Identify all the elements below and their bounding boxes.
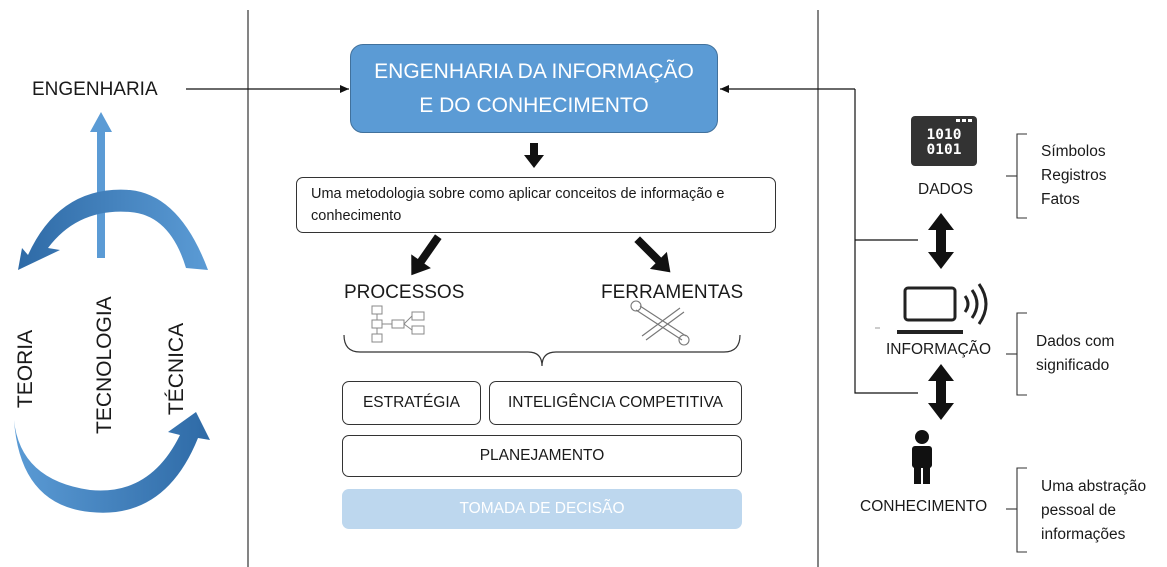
- informacao-label: INFORMAÇÃO: [886, 341, 992, 358]
- tecnologia-label: TECNOLOGIA: [93, 296, 116, 434]
- laptop-signal-icon: [897, 283, 988, 334]
- arrow-diag-left-icon: [411, 234, 442, 276]
- binary-text: 1010 0101: [926, 127, 962, 158]
- teoria-label: TEORIA: [14, 329, 37, 409]
- bracket-dados: [1016, 133, 1027, 219]
- tomada-text: TOMADA DE DECISÃO: [459, 500, 625, 517]
- main-title-box: ENGENHARIA DA INFORMAÇÃO E DO CONHECIMEN…: [350, 44, 718, 133]
- arrow-diag-right-icon: [634, 236, 671, 273]
- person-icon: [912, 430, 932, 484]
- planejamento-box: PLANEJAMENTO: [342, 435, 742, 477]
- arrow-down-icon: [524, 143, 544, 168]
- inteligencia-box: INTELIGÊNCIA COMPETITIVA: [489, 381, 742, 425]
- planejamento-text: PLANEJAMENTO: [479, 447, 605, 464]
- bracket-conhecimento: [1016, 467, 1027, 553]
- informacao-notes: Dados com significado: [1036, 333, 1115, 374]
- estrategia-box: ESTRATÉGIA: [342, 381, 481, 425]
- dados-label: DADOS: [918, 181, 974, 198]
- informacao-link: [854, 240, 918, 394]
- methodology-text: Uma metodologia sobre como aplicar conce…: [311, 186, 725, 224]
- conhecimento-notes: Uma abstração pessoal de informações: [1041, 478, 1147, 543]
- ferramentas-label: FERRAMENTAS: [601, 282, 744, 303]
- binary-window-icon: [911, 116, 977, 166]
- main-title-line2: E DO CONHECIMENTO: [419, 93, 649, 117]
- estrategia-text: ESTRATÉGIA: [362, 394, 461, 411]
- main-title-line1: ENGENHARIA DA INFORMAÇÃO: [374, 59, 694, 83]
- methodology-box: Uma metodologia sobre como aplicar conce…: [296, 177, 776, 233]
- tecnica-label: TÉCNICA: [165, 322, 188, 416]
- cycle-arrows: [14, 112, 210, 513]
- bracket-informacao: [1016, 312, 1027, 396]
- grouping-brace: [343, 334, 741, 367]
- double-arrow-dados-informacao-icon: [928, 213, 954, 269]
- conhecimento-label: CONHECIMENTO: [860, 498, 988, 515]
- flowchart-icon: [371, 305, 425, 343]
- arc-top-icon: [18, 189, 208, 270]
- double-arrow-informacao-conhecimento-icon: [928, 364, 954, 420]
- processos-label: PROCESSOS: [344, 282, 465, 303]
- engenharia-label: ENGENHARIA: [32, 79, 158, 100]
- dados-notes: Símbolos Registros Fatos: [1041, 143, 1107, 208]
- arrow-up-tecnologia-icon: [90, 112, 112, 258]
- tools-icon: [630, 300, 690, 346]
- inteligencia-text: INTELIGÊNCIA COMPETITIVA: [507, 394, 724, 411]
- tomada-box: TOMADA DE DECISÃO: [342, 489, 742, 529]
- arc-bottom-icon: [14, 412, 210, 513]
